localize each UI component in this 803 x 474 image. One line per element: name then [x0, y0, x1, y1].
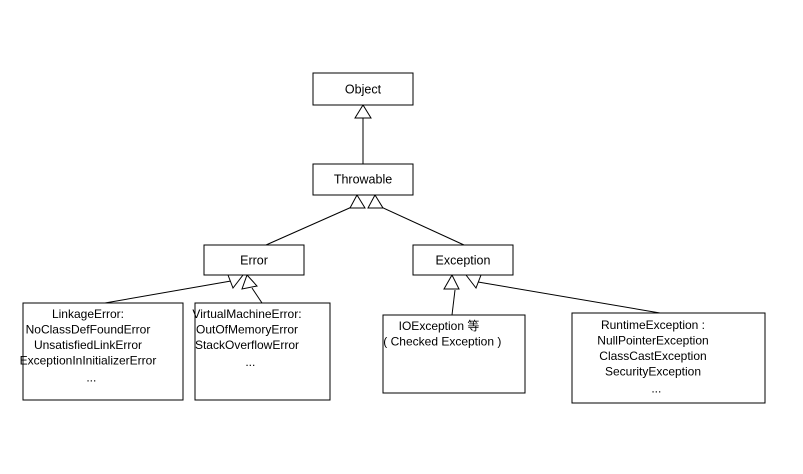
generalization-arrowhead-icon: [227, 274, 245, 290]
edge-line-linkage-error: [104, 280, 232, 304]
leaf-line: OutOfMemoryError: [196, 323, 298, 337]
node-virtual-machine-error-text: VirtualMachineError: OutOfMemoryError St…: [192, 307, 331, 369]
leaf-line: ...: [651, 382, 661, 396]
node-error-box[interactable]: [203, 244, 305, 276]
node-linkage-error-text: LinkageError: NoClassDefFoundError Unsat…: [20, 307, 187, 385]
edge-error-to-throwable: [265, 193, 366, 246]
edge-io-exception-to-exception: [443, 273, 460, 316]
generalization-arrowhead-icon: [464, 274, 482, 290]
leaf-line: ( Checked Exception ): [383, 335, 501, 349]
leaf-line: StackOverflowError: [195, 338, 299, 352]
node-io-exception-text: IOException 等 ( Checked Exception ): [383, 319, 524, 349]
edge-line-runtime-exception: [477, 281, 661, 314]
edge-virtual-machine-error-to-error: [241, 274, 263, 304]
node-object-label: Object: [345, 82, 382, 96]
node-runtime-exception-box[interactable]: [571, 312, 766, 404]
generalization-arrowhead-icon: [367, 193, 384, 209]
leaf-line: LinkageError:: [52, 307, 124, 321]
node-io-exception-box[interactable]: [382, 314, 526, 394]
leaf-line: IOException 等: [399, 319, 480, 333]
node-virtual-machine-error[interactable]: VirtualMachineError: OutOfMemoryError St…: [192, 302, 331, 401]
node-linkage-error[interactable]: LinkageError: NoClassDefFoundError Unsat…: [20, 302, 187, 401]
leaf-line: NoClassDefFoundError: [26, 323, 151, 337]
leaf-line: VirtualMachineError:: [192, 307, 301, 321]
node-virtual-machine-error-box[interactable]: [194, 302, 331, 401]
edge-line-error-throwable: [265, 205, 355, 246]
edge-line-exception-throwable: [378, 205, 465, 246]
leaf-line: ClassCastException: [599, 349, 706, 363]
edge-line-virtual-machine-error: [251, 287, 263, 304]
node-exception-box[interactable]: [412, 244, 514, 276]
node-io-exception[interactable]: IOException 等 ( Checked Exception ): [382, 314, 526, 394]
generalization-arrowhead-icon: [349, 193, 366, 209]
leaf-line: UnsatisfiedLinkError: [34, 338, 142, 352]
leaf-line: SecurityException: [605, 365, 701, 379]
node-exception[interactable]: Exception: [412, 244, 514, 276]
edge-exception-to-throwable: [367, 193, 465, 246]
node-linkage-error-box[interactable]: [22, 302, 184, 401]
leaf-line: NullPointerException: [597, 334, 708, 348]
node-error-label: Error: [240, 253, 268, 267]
node-object-box[interactable]: [312, 72, 414, 106]
node-throwable-box[interactable]: [312, 163, 414, 196]
node-runtime-exception[interactable]: RuntimeException : NullPointerException …: [571, 312, 766, 404]
leaf-line: ExceptionInInitializerError: [20, 354, 157, 368]
edge-line-io-exception: [451, 289, 456, 316]
node-runtime-exception-text: RuntimeException : NullPointerException …: [597, 318, 738, 396]
leaf-line: RuntimeException :: [601, 318, 705, 332]
edge-throwable-to-object: [354, 104, 372, 164]
edge-runtime-exception-to-exception: [464, 274, 661, 314]
leaf-line: ...: [86, 371, 96, 385]
edge-linkage-error-to-error: [104, 274, 245, 304]
node-throwable[interactable]: Throwable: [312, 163, 414, 196]
generalization-arrowhead-icon: [241, 274, 258, 290]
generalization-arrowhead-icon: [443, 273, 460, 290]
node-error[interactable]: Error: [203, 244, 305, 276]
leaf-line: ...: [245, 355, 255, 369]
node-object[interactable]: Object: [312, 72, 414, 106]
generalization-arrowhead-icon: [354, 104, 372, 119]
node-exception-label: Exception: [436, 253, 491, 267]
node-throwable-label: Throwable: [334, 172, 392, 186]
